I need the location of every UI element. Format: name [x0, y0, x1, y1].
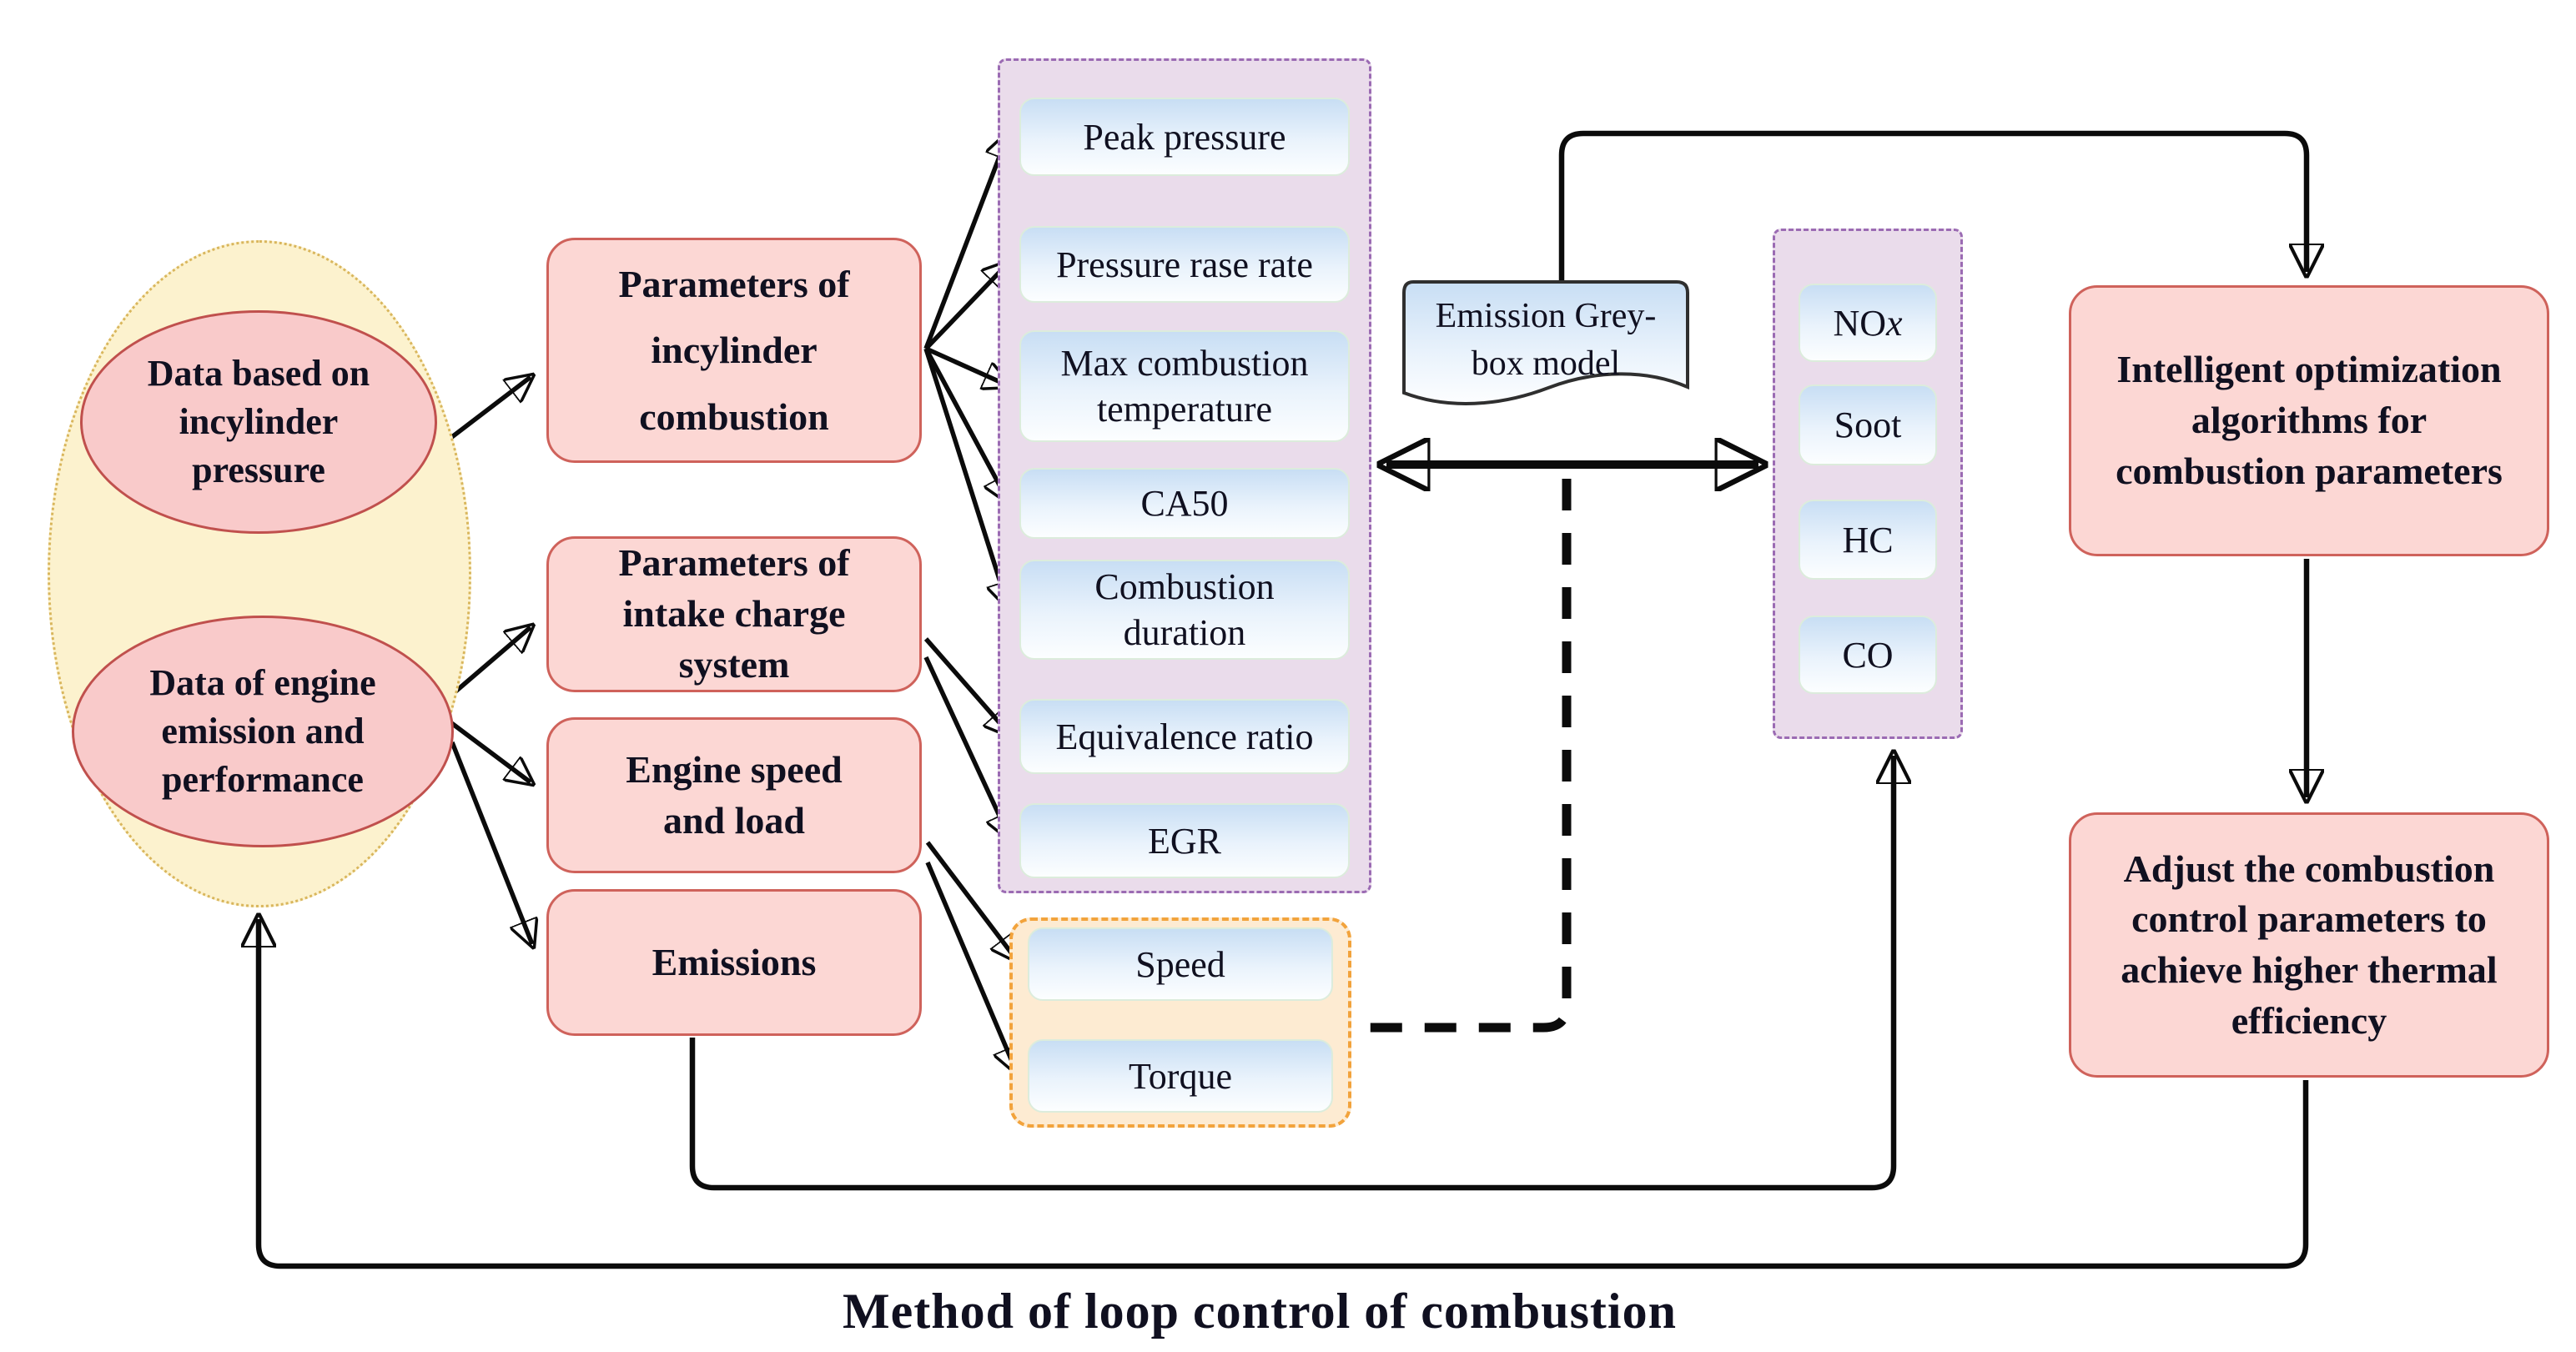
- soot-label: Soot: [1834, 405, 1902, 445]
- arrow-incylinder-to-pressure-rase-rate: [924, 264, 1008, 350]
- diagram-caption: Method of loop control of combustion: [709, 1278, 1810, 1344]
- performance-data-ellipse: Data of engine emission and performance: [72, 616, 454, 847]
- incylinder-params-box: Parameters of incylinder combustion: [546, 238, 922, 463]
- co-label: CO: [1842, 634, 1894, 676]
- emissions-box: Emissions: [546, 889, 922, 1036]
- arrow-incylinder-to-peak-pressure: [923, 135, 1008, 349]
- soot-box: Soot: [1799, 384, 1937, 465]
- arrow-performance-data-to-intake: [447, 627, 531, 700]
- caption-text: Method of loop control of combustion: [843, 1283, 1677, 1339]
- combustion-duration-box: Combustion duration: [1019, 560, 1350, 660]
- performance-data-label: Data of engine emission and performance: [149, 661, 376, 801]
- adjust-label: Adjust the combustion control parameters…: [2121, 847, 2498, 1042]
- pressure-rase-rate-label: Pressure rase rate: [1056, 244, 1313, 285]
- speed-label: Speed: [1135, 943, 1225, 985]
- emission-greybox-model-label: Emission Grey- box model: [1435, 297, 1657, 383]
- nox-box: NOx: [1799, 284, 1937, 362]
- incylinder-params-label: Parameters of incylinder combustion: [618, 263, 850, 438]
- max-combustion-temperature-label: Max combustion temperature: [1060, 343, 1309, 430]
- equivalence-ratio-label: Equivalence ratio: [1055, 716, 1314, 757]
- torque-label: Torque: [1129, 1055, 1232, 1097]
- arrow-performance-data-to-emissions: [450, 741, 532, 944]
- intake-charge-box: Parameters of intake charge system: [546, 536, 922, 692]
- ca50-label: CA50: [1140, 483, 1229, 524]
- egr-box: EGR: [1019, 803, 1350, 878]
- line-model-to-optimization: [1558, 130, 2307, 282]
- arrow-intake-to-equivalence-ratio: [923, 637, 1009, 734]
- ca50-box: CA50: [1019, 468, 1350, 539]
- line-emissions-to-species: [689, 756, 1894, 1191]
- combustion-duration-label: Combustion duration: [1094, 566, 1275, 653]
- max-combustion-temperature-box: Max combustion temperature: [1019, 330, 1350, 442]
- hc-box: HC: [1799, 500, 1937, 580]
- torque-box: Torque: [1028, 1039, 1333, 1113]
- pressure-rase-rate-box: Pressure rase rate: [1019, 226, 1350, 303]
- equivalence-ratio-box: Equivalence ratio: [1019, 699, 1350, 774]
- emissions-label: Emissions: [652, 940, 817, 983]
- arrow-incylinder-to-max-temp: [924, 346, 1008, 385]
- intake-charge-label: Parameters of intake charge system: [618, 541, 850, 686]
- arrow-incylinder-to-combustion-duration: [923, 348, 1008, 606]
- emission-greybox-model-flag: Emission Grey- box model: [1401, 280, 1690, 424]
- optimization-box: Intelligent optimization algorithms for …: [2069, 285, 2549, 556]
- nox-label: NOx: [1833, 302, 1903, 344]
- co-box: CO: [1799, 616, 1937, 694]
- arrow-speed-load-to-speed: [925, 841, 1016, 959]
- hc-label: HC: [1842, 519, 1894, 560]
- egr-label: EGR: [1148, 820, 1221, 862]
- arrow-intake-to-egr: [923, 656, 1009, 837]
- peak-pressure-label: Peak pressure: [1083, 116, 1286, 158]
- arrow-speed-load-to-torque: [925, 861, 1016, 1071]
- pressure-data-ellipse: Data based on incylinder pressure: [80, 310, 437, 534]
- arrow-incylinder-to-ca50: [923, 347, 1008, 500]
- pressure-data-label: Data based on incylinder pressure: [147, 352, 370, 491]
- engine-speed-load-box: Engine speed and load: [546, 717, 922, 873]
- loop-adjust-to-data-pool: [259, 919, 2309, 1269]
- speed-box: Speed: [1028, 927, 1333, 1001]
- engine-speed-load-label: Engine speed and load: [626, 747, 843, 842]
- dashed-link-performance-to-model: [1358, 479, 1572, 1033]
- arrow-performance-data-to-speed-load: [449, 720, 531, 782]
- adjust-box: Adjust the combustion control parameters…: [2069, 812, 2549, 1078]
- optimization-label: Intelligent optimization algorithms for …: [2116, 348, 2503, 492]
- peak-pressure-box: Peak pressure: [1019, 98, 1350, 176]
- flag-shape: [1402, 280, 1689, 405]
